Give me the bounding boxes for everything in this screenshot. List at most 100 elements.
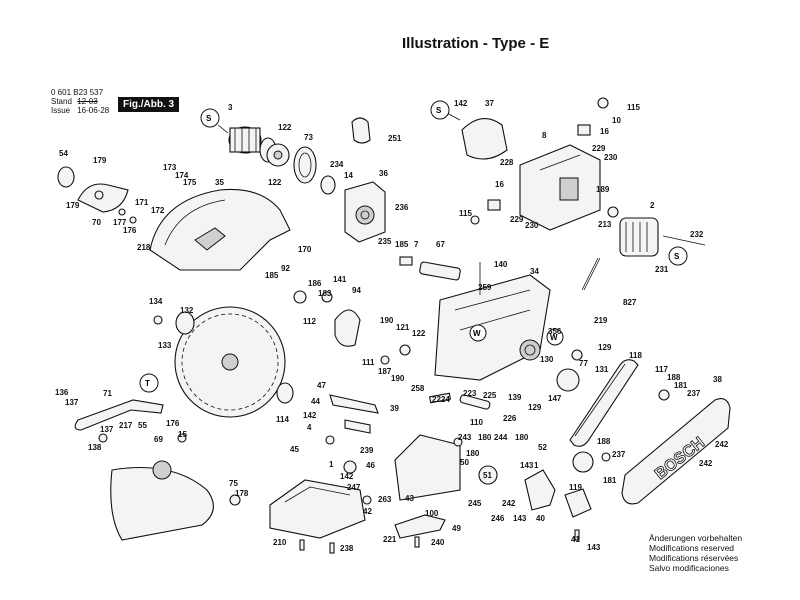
rail-part [329,394,379,414]
callout: 39 [390,404,399,413]
callout: 52 [538,443,547,452]
callout: 259 [478,283,492,292]
callout: 243 [458,433,472,442]
disk-part [556,368,580,392]
callout: 2 [650,201,655,210]
callout: 54 [59,149,68,158]
callout: 176 [166,419,180,428]
callout: 100 [425,509,439,518]
ring-part [293,146,317,184]
callout: 44 [311,397,320,406]
callout: 2224 [432,395,450,404]
callout: 134 [149,297,163,306]
stand-label: Stand [51,97,72,106]
callout: 244 [494,433,508,442]
motor-housing-part [519,144,601,231]
issue-label: Issue [51,106,71,115]
callout: 218 [137,243,151,252]
callout: 178 [235,489,249,498]
gear-housing-part [434,274,551,381]
callout: 186 [308,279,322,288]
callout: 170 [298,245,312,254]
callout: 221 [383,535,397,544]
callout: 42 [363,507,372,516]
article-number: 0 601 B23 537 [51,88,104,97]
callout: 175 [183,178,197,187]
callout: 246 [491,514,505,523]
callout: 229 [510,215,524,224]
callout: 129 [528,403,542,412]
callout: 49 [452,524,461,533]
callout: 188 [597,437,611,446]
callout: 251 [388,134,402,143]
callout: 179 [66,201,80,210]
lever-part [394,514,446,539]
callout: 41 [571,535,580,544]
callout: 115 [627,103,640,112]
belt-cover-part: BOSCH [621,398,731,505]
marker-w-2: W [550,333,558,342]
callout: 14 [344,171,353,180]
callout: 55 [138,421,147,430]
upper-guard-part [149,188,291,271]
page-title: Illustration - Type - E [402,35,550,52]
callout: 137 [65,398,79,407]
slider-part [344,419,371,434]
callout: 180 [515,433,529,442]
callout: 177 [113,218,127,227]
saw-blade-part [174,306,286,418]
callout: 112 [303,317,316,326]
lower-guard-part [110,460,214,541]
callout: 179 [93,156,107,165]
callout: 140 [494,260,508,269]
callout: 142 [340,472,354,481]
callout: 46 [366,461,375,470]
stand-row: Stand 12-03 [51,97,98,106]
callout: 1 [329,460,334,469]
ring-clip-part [57,166,75,188]
flange-part [175,311,195,335]
callout: 147 [548,394,562,403]
callout: 226 [503,414,517,423]
figure-label: Fig./Abb. 3 [118,97,180,112]
callout: 242 [715,440,729,449]
callout: 117 [655,365,668,374]
callout: 132 [180,306,194,315]
callout: 173 [163,163,177,172]
callout: 45 [290,445,299,454]
callout: 133 [158,341,172,350]
knob-round-part [478,465,498,485]
callout: 122 [412,329,426,338]
marker-s-2: S [436,106,442,115]
cover-part [394,434,461,501]
callout: 139 [508,393,522,402]
callout: 129 [598,343,612,352]
callout: 16 [495,180,504,189]
callout: 50 [460,458,469,467]
marker-t: T [145,379,150,388]
callout: 219 [594,316,608,325]
callout: 118 [629,351,642,360]
callout-numbers: 3 122 73 251 122 234 14 36 236 235 185 7… [55,99,729,553]
callout: 239 [360,446,374,455]
callout: 138 [88,443,102,452]
callout: 185 [265,271,279,280]
callout: 176 [123,226,137,235]
callout: 71 [103,389,112,398]
callout: 143 [520,461,534,470]
issue-row: Issue 16-06-28 [51,106,109,115]
cap-part [351,117,371,144]
callout: 210 [273,538,287,547]
issue-value: 16-06-28 [77,106,110,115]
callout: 234 [330,160,344,169]
fasteners-group [94,190,670,554]
callout: 223 [463,389,477,398]
callout: 180 [478,433,492,442]
callout: 230 [525,221,539,230]
callout: 183 [318,289,332,298]
callout: 142 [454,99,468,108]
callout: 236 [395,203,409,212]
screw-part [597,97,609,109]
modifications-es: Salvo modificaciones [649,563,729,573]
